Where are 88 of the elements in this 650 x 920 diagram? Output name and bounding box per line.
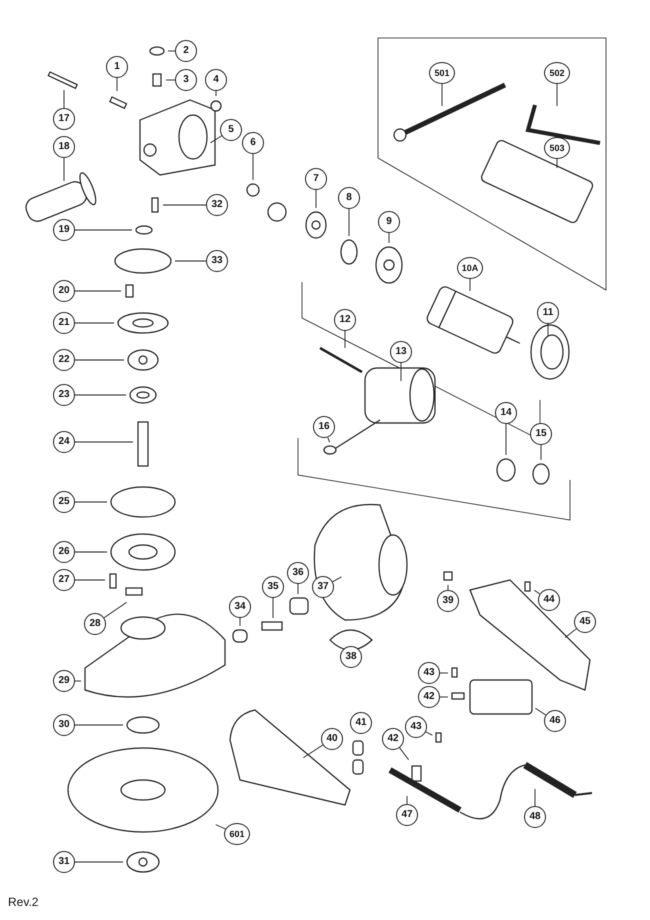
callout-number: 21	[53, 312, 75, 334]
callout-number: 26	[53, 541, 75, 563]
callout-number: 30	[53, 714, 75, 736]
callout-number: 25	[53, 491, 75, 513]
callout-number: 7	[305, 168, 327, 190]
callout-number: 8	[338, 187, 360, 209]
callout-number: 2	[175, 40, 197, 62]
leader-line	[74, 394, 126, 396]
callout-number: 22	[53, 349, 75, 371]
callout-number: 28	[84, 613, 106, 635]
callout-number: 31	[53, 851, 75, 873]
callout-number: 43	[405, 716, 427, 738]
leader-line	[556, 84, 558, 106]
leader-line	[400, 362, 402, 382]
callout-number: 33	[206, 250, 228, 272]
leader-line	[388, 232, 390, 244]
callout-number: 17	[53, 108, 75, 130]
leader-line	[348, 208, 350, 236]
leader-line	[162, 204, 206, 206]
leader-line	[534, 708, 546, 716]
callout-number: 41	[350, 712, 372, 734]
callout-number: 5	[220, 119, 242, 141]
leader-line	[564, 628, 577, 638]
callout-number: 35	[262, 576, 284, 598]
leader-line	[556, 158, 558, 168]
callout-number: 39	[437, 590, 459, 612]
callout-number: 1	[106, 56, 128, 78]
leader-line	[210, 135, 222, 144]
callout-number: 14	[495, 402, 517, 424]
leader-line	[440, 672, 448, 674]
leader-line	[399, 747, 410, 760]
callout-number: 36	[287, 562, 309, 584]
callout-number: 24	[53, 431, 75, 453]
leader-line	[534, 788, 536, 806]
callout-number: 10A	[457, 257, 483, 279]
callout-number: 23	[53, 384, 75, 406]
leader-line	[74, 290, 122, 292]
callout-number: 45	[574, 611, 596, 633]
callout-number: 502	[544, 62, 570, 84]
callout-number: 15	[530, 423, 552, 445]
callout-number: 18	[53, 136, 75, 158]
callout-number: 601	[224, 823, 250, 845]
callout-number: 20	[53, 280, 75, 302]
callout-number: 3	[175, 69, 197, 91]
leader-line	[540, 444, 542, 460]
callout-number: 11	[537, 302, 559, 324]
callout-number: 42	[418, 686, 440, 708]
callout-number: 46	[544, 710, 566, 732]
leader-line	[168, 50, 176, 52]
leader-line	[327, 436, 330, 443]
callout-number: 42	[382, 728, 404, 750]
callout-number: 34	[229, 596, 251, 618]
leader-line	[332, 576, 342, 582]
leader-line	[344, 330, 346, 348]
callout-number: 37	[312, 576, 334, 598]
leader-line	[74, 724, 124, 726]
leader-line	[116, 78, 118, 92]
callout-number: 19	[53, 219, 75, 241]
callout-number: 44	[538, 589, 560, 611]
leader-line	[174, 260, 206, 262]
callout-number: 6	[242, 132, 264, 154]
callout-number: 38	[340, 646, 362, 668]
leader-line	[74, 680, 82, 682]
leader-line	[302, 744, 324, 758]
leader-line	[252, 154, 254, 180]
callout-number: 32	[206, 194, 228, 216]
callout-number: 40	[321, 728, 343, 750]
callout-number: 16	[313, 416, 335, 438]
leader-line	[406, 796, 408, 804]
callout-number: 27	[53, 569, 75, 591]
callout-number: 4	[205, 69, 227, 91]
callout-number: 9	[378, 211, 400, 233]
callout-number: 501	[429, 62, 455, 84]
callout-number: 29	[53, 670, 75, 692]
callout-number: 43	[418, 662, 440, 684]
callout-number: 503	[544, 137, 570, 159]
callout-number: 48	[524, 806, 546, 828]
callout-number: 12	[334, 309, 356, 331]
callout-number: 13	[390, 341, 412, 363]
leader-line	[215, 824, 228, 830]
revision-note: Rev.2	[8, 895, 38, 909]
leader-line	[272, 598, 274, 618]
leader-line	[534, 590, 540, 594]
leader-line	[104, 602, 128, 618]
leader-line	[425, 731, 433, 736]
callout-number: 47	[396, 804, 418, 826]
leader-line	[440, 696, 448, 698]
leader-line	[74, 322, 114, 324]
